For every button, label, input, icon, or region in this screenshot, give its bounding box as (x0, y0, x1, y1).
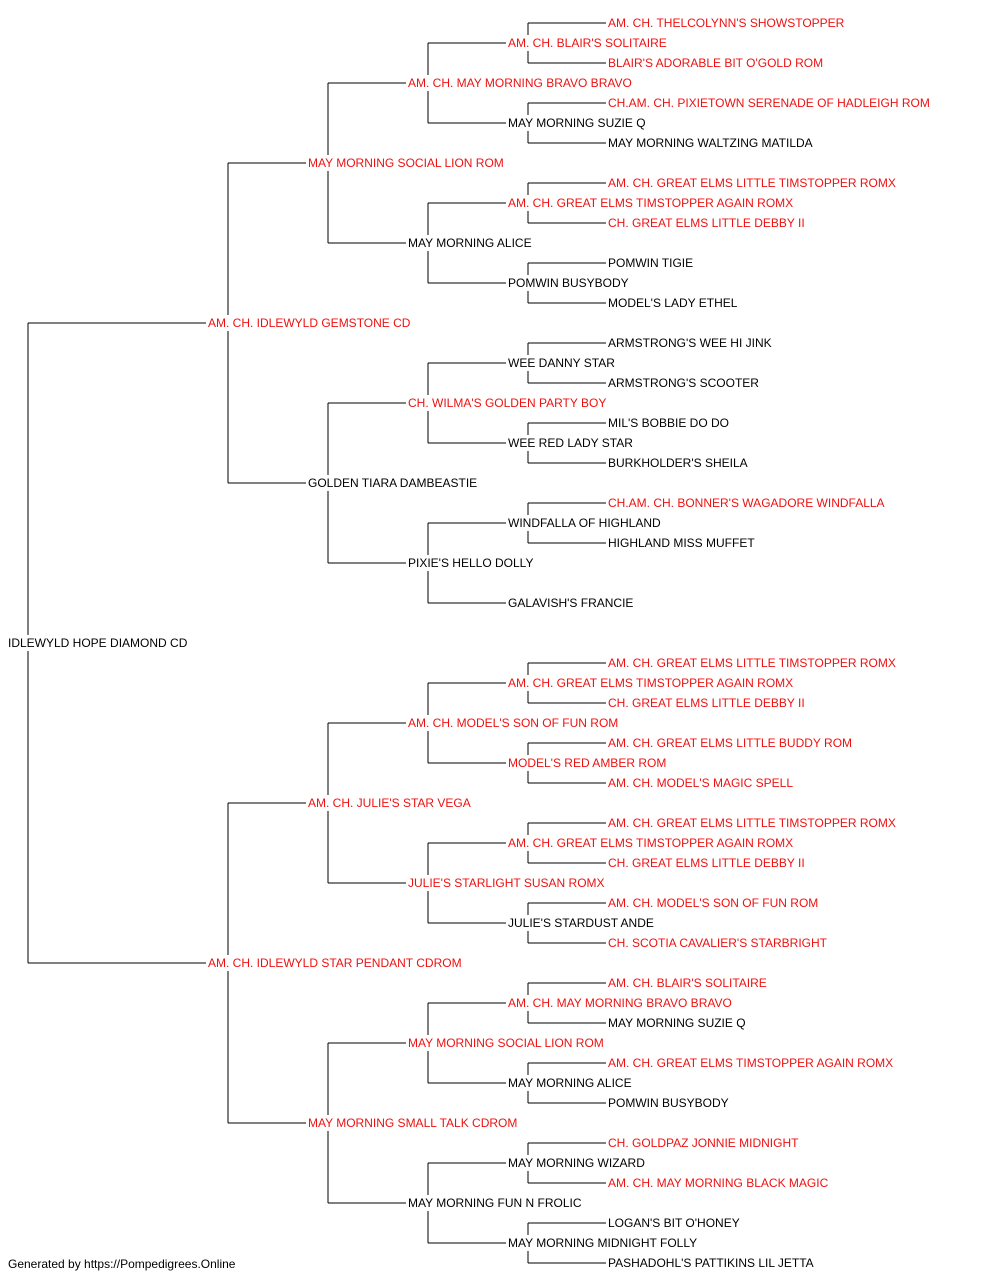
pedigree-entry-gen2[interactable]: AM. CH. JULIE'S STAR VEGA (308, 796, 471, 810)
pedigree-entry-gen5[interactable]: CH. GREAT ELMS LITTLE DEBBY II (608, 696, 805, 710)
pedigree-entry-gen5[interactable]: MODEL'S LADY ETHEL (608, 296, 738, 310)
pedigree-entry-gen4[interactable]: AM. CH. GREAT ELMS TIMSTOPPER AGAIN ROMX (508, 676, 794, 690)
pedigree-entry-gen3[interactable]: MAY MORNING ALICE (408, 236, 532, 250)
pedigree-entry-gen5[interactable]: AM. CH. THELCOLYNN'S SHOWSTOPPER (608, 16, 845, 30)
pedigree-entry-gen5[interactable]: AM. CH. MODEL'S MAGIC SPELL (608, 776, 793, 790)
pedigree-entry-gen5[interactable]: CH.AM. CH. BONNER'S WAGADORE WINDFALLA (608, 496, 885, 510)
pedigree-entry-gen5[interactable]: BURKHOLDER'S SHEILA (608, 456, 748, 470)
pedigree-entry-gen5[interactable]: MAY MORNING SUZIE Q (608, 1016, 746, 1030)
pedigree-entry-gen5[interactable]: CH. GREAT ELMS LITTLE DEBBY II (608, 856, 805, 870)
pedigree-entry-gen4[interactable]: AM. CH. GREAT ELMS TIMSTOPPER AGAIN ROMX (508, 836, 794, 850)
pedigree-entry-gen4[interactable]: WEE DANNY STAR (508, 356, 615, 370)
pedigree-entry-gen4[interactable]: MAY MORNING MIDNIGHT FOLLY (508, 1236, 698, 1250)
pedigree-entry-gen4[interactable]: AM. CH. GREAT ELMS TIMSTOPPER AGAIN ROMX (508, 196, 794, 210)
pedigree-entry-gen5[interactable]: AM. CH. GREAT ELMS TIMSTOPPER AGAIN ROMX (608, 1056, 894, 1070)
pedigree-entry-gen5[interactable]: CH.AM. CH. PIXIETOWN SERENADE OF HADLEIG… (608, 96, 930, 110)
pedigree-entry-gen2[interactable]: MAY MORNING SMALL TALK CDROM (308, 1116, 518, 1130)
pedigree-entry-gen4[interactable]: AM. CH. MAY MORNING BRAVO BRAVO (508, 996, 732, 1010)
pedigree-entry-gen5[interactable]: CH. GREAT ELMS LITTLE DEBBY II (608, 216, 805, 230)
pedigree-entry-gen3[interactable]: MAY MORNING SOCIAL LION ROM (408, 1036, 604, 1050)
pedigree-entry-gen5[interactable]: AM. CH. BLAIR'S SOLITAIRE (608, 976, 767, 990)
pedigree-entry-gen4[interactable]: GALAVISH'S FRANCIE (508, 596, 634, 610)
pedigree-entry-gen4[interactable]: MODEL'S RED AMBER ROM (508, 756, 667, 770)
pedigree-entry-gen5[interactable]: POMWIN TIGIE (608, 256, 694, 270)
pedigree-entry-gen3[interactable]: CH. WILMA'S GOLDEN PARTY BOY (408, 396, 607, 410)
pedigree-entry-gen5[interactable]: AM. CH. MAY MORNING BLACK MAGIC (608, 1176, 829, 1190)
pedigree-entry-gen3[interactable]: JULIE'S STARLIGHT SUSAN ROMX (408, 876, 605, 890)
pedigree-entry-gen5[interactable]: AM. CH. GREAT ELMS LITTLE TIMSTOPPER ROM… (608, 816, 896, 830)
pedigree-entry-gen5[interactable]: AM. CH. GREAT ELMS LITTLE TIMSTOPPER ROM… (608, 656, 896, 670)
pedigree-entry-gen5[interactable]: POMWIN BUSYBODY (608, 1096, 729, 1110)
pedigree-entry-gen1[interactable]: AM. CH. IDLEWYLD STAR PENDANT CDROM (208, 956, 462, 970)
pedigree-entry-gen5[interactable]: CH. GOLDPAZ JONNIE MIDNIGHT (608, 1136, 799, 1150)
pedigree-entry-gen1[interactable]: AM. CH. IDLEWYLD GEMSTONE CD (208, 316, 411, 330)
pedigree-entry-gen4[interactable]: WINDFALLA OF HIGHLAND (508, 516, 661, 530)
pedigree-entry-gen5[interactable]: CH. SCOTIA CAVALIER'S STARBRIGHT (608, 936, 827, 950)
pedigree-entry-gen4[interactable]: AM. CH. BLAIR'S SOLITAIRE (508, 36, 667, 50)
pedigree-entry-gen4[interactable]: WEE RED LADY STAR (508, 436, 633, 450)
pedigree-entry-gen5[interactable]: AM. CH. GREAT ELMS LITTLE TIMSTOPPER ROM… (608, 176, 896, 190)
pedigree-entry-gen0[interactable]: IDLEWYLD HOPE DIAMOND CD (8, 636, 188, 650)
pedigree-entry-gen5[interactable]: ARMSTRONG'S SCOOTER (608, 376, 759, 390)
pedigree-entry-gen2[interactable]: GOLDEN TIARA DAMBEASTIE (308, 476, 478, 490)
pedigree-entry-gen5[interactable]: MAY MORNING WALTZING MATILDA (608, 136, 813, 150)
pedigree-entry-gen5[interactable]: AM. CH. MODEL'S SON OF FUN ROM (608, 896, 819, 910)
pedigree-entry-gen4[interactable]: POMWIN BUSYBODY (508, 276, 629, 290)
pedigree-entry-gen5[interactable]: PASHADOHL'S PATTIKINS LIL JETTA (608, 1256, 814, 1270)
pedigree-entry-gen4[interactable]: JULIE'S STARDUST ANDE (508, 916, 654, 930)
pedigree-entry-gen3[interactable]: AM. CH. MODEL'S SON OF FUN ROM (408, 716, 619, 730)
pedigree-entry-gen5[interactable]: LOGAN'S BIT O'HONEY (608, 1216, 740, 1230)
pedigree-entry-gen5[interactable]: AM. CH. GREAT ELMS LITTLE BUDDY ROM (608, 736, 853, 750)
pedigree-entry-gen4[interactable]: MAY MORNING WIZARD (508, 1156, 645, 1170)
footer-credit: Generated by https://Pompedigrees.Online (8, 1257, 236, 1271)
pedigree-entry-gen3[interactable]: MAY MORNING FUN N FROLIC (408, 1196, 582, 1210)
pedigree-entry-gen3[interactable]: PIXIE'S HELLO DOLLY (408, 556, 534, 570)
pedigree-entry-gen4[interactable]: MAY MORNING ALICE (508, 1076, 632, 1090)
pedigree-entry-gen2[interactable]: MAY MORNING SOCIAL LION ROM (308, 156, 504, 170)
pedigree-entry-gen3[interactable]: AM. CH. MAY MORNING BRAVO BRAVO (408, 76, 632, 90)
pedigree-entry-gen5[interactable]: HIGHLAND MISS MUFFET (608, 536, 755, 550)
pedigree-entry-gen5[interactable]: MIL'S BOBBIE DO DO (608, 416, 729, 430)
pedigree-entry-gen4[interactable]: MAY MORNING SUZIE Q (508, 116, 646, 130)
pedigree-entry-gen5[interactable]: ARMSTRONG'S WEE HI JINK (608, 336, 772, 350)
pedigree-entry-gen5[interactable]: BLAIR'S ADORABLE BIT O'GOLD ROM (608, 56, 824, 70)
